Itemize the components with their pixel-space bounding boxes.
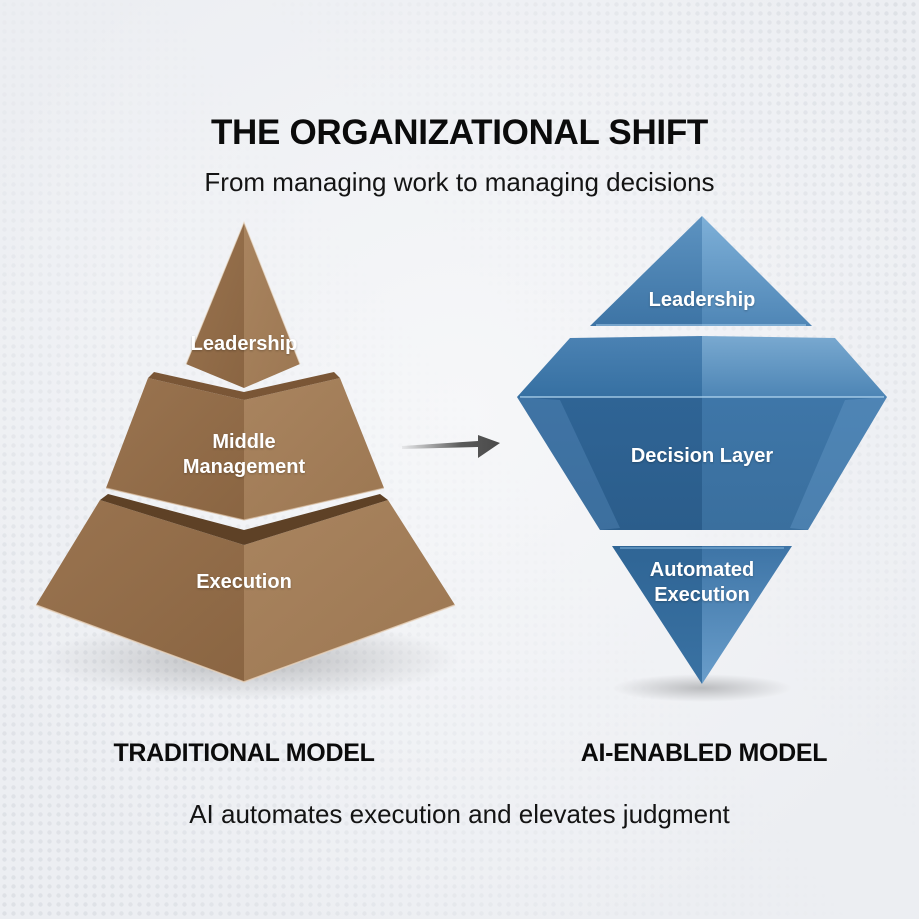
traditional-model-label: TRADITIONAL MODEL	[113, 739, 375, 767]
traditional-pyramid	[35, 220, 460, 700]
pyramid-tier-middle-management	[105, 372, 385, 521]
diamond-tier-leadership	[590, 216, 812, 326]
ai-enabled-diamond	[517, 216, 887, 702]
footer-caption: AI automates execution and elevates judg…	[189, 799, 730, 829]
arrow-right-icon	[402, 435, 500, 458]
diamond-tier-decision-layer	[517, 336, 887, 530]
pyramid-tier-execution	[35, 494, 456, 683]
ai-tier-label-leadership: Leadership	[648, 289, 756, 311]
pyramid-tier-leadership	[185, 220, 301, 388]
traditional-tier-label-leadership: Leadership	[190, 333, 298, 355]
ai-enabled-model-label: AI-ENABLED MODEL	[580, 739, 828, 767]
ai-tier-label-decision-layer: Decision Layer	[630, 445, 774, 467]
diamond-shadow	[612, 674, 792, 702]
diamond-tier-automated-execution	[612, 546, 792, 684]
ai-tier-label-automated-execution: Automated Execution	[649, 559, 755, 606]
traditional-tier-label-middle-management: Middle Management	[182, 431, 306, 478]
traditional-tier-label-execution: Execution	[196, 571, 292, 593]
page-title: THE ORGANIZATIONAL SHIFT	[210, 113, 709, 152]
page-subtitle: From managing work to managing decisions	[204, 167, 715, 197]
